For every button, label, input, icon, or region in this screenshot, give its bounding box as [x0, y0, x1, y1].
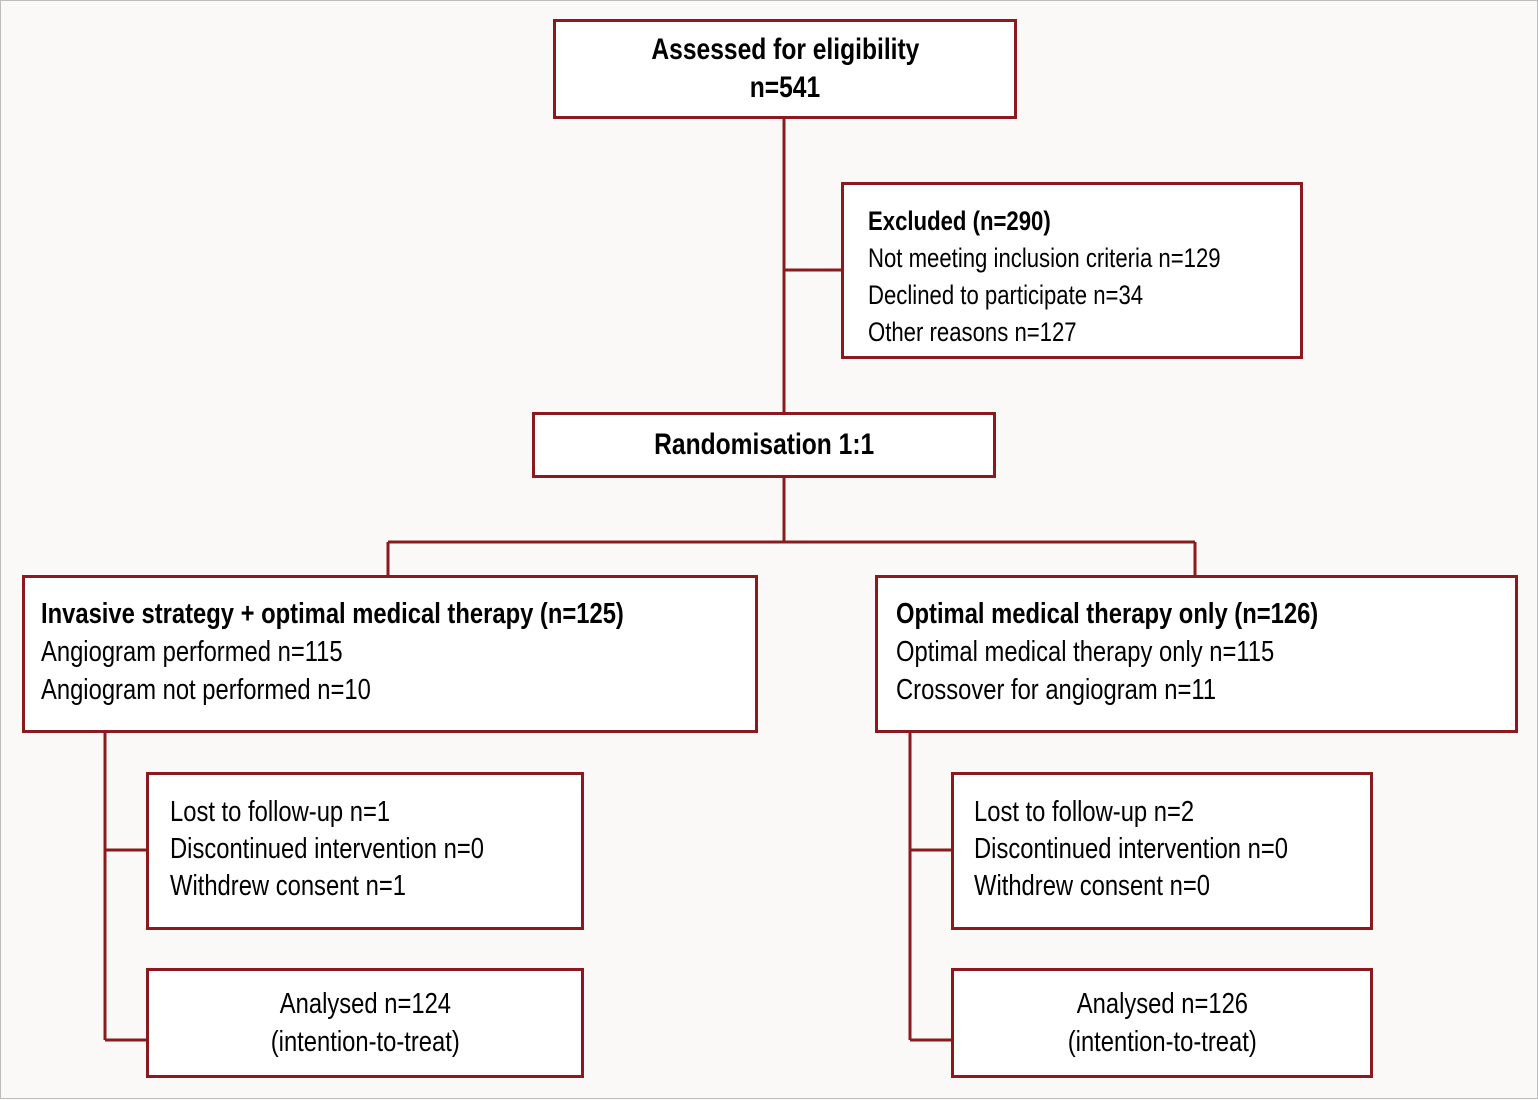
analysed-count: Analysed n=124 [279, 988, 451, 1020]
invasive-arm-box: Invasive strategy + optimal medical ther… [22, 575, 758, 733]
assessed-box: Assessed for eligibility n=541 [553, 19, 1017, 119]
followup-item: Discontinued intervention n=0 [974, 833, 1288, 865]
excluded-item: Not meeting inclusion criteria n=129 [868, 243, 1221, 273]
omt-followup-box: Lost to follow-up n=2 Discontinued inter… [951, 772, 1373, 930]
omt-analysed-box: Analysed n=126 (intention-to-treat) [951, 968, 1373, 1078]
invasive-analysed-box: Analysed n=124 (intention-to-treat) [146, 968, 584, 1078]
followup-item: Withdrew consent n=1 [170, 870, 406, 902]
assessed-title: Assessed for eligibility [651, 33, 919, 66]
excluded-title: Excluded (n=290) [868, 206, 1051, 236]
followup-item: Withdrew consent n=0 [974, 870, 1210, 902]
followup-item: Lost to follow-up n=1 [170, 796, 391, 828]
omt-arm-item: Crossover for angiogram n=11 [896, 674, 1217, 706]
followup-item: Lost to follow-up n=2 [974, 796, 1195, 828]
excluded-item: Declined to participate n=34 [868, 280, 1144, 310]
omt-arm-box: Optimal medical therapy only (n=126) Opt… [875, 575, 1518, 733]
analysed-count: Analysed n=126 [1076, 988, 1248, 1020]
invasive-arm-title: Invasive strategy + optimal medical ther… [41, 598, 624, 630]
invasive-followup-box: Lost to follow-up n=1 Discontinued inter… [146, 772, 584, 930]
randomisation-box: Randomisation 1:1 [532, 412, 996, 478]
analysed-note: (intention-to-treat) [270, 1026, 460, 1058]
omt-arm-item: Optimal medical therapy only n=115 [896, 636, 1275, 668]
assessed-count: n=541 [749, 71, 821, 104]
excluded-box: Excluded (n=290) Not meeting inclusion c… [841, 182, 1303, 359]
invasive-arm-item: Angiogram not performed n=10 [41, 674, 371, 706]
invasive-arm-item: Angiogram performed n=115 [41, 636, 343, 668]
analysed-note: (intention-to-treat) [1067, 1026, 1257, 1058]
randomisation-label: Randomisation 1:1 [653, 428, 875, 461]
excluded-item: Other reasons n=127 [868, 317, 1077, 347]
omt-arm-title: Optimal medical therapy only (n=126) [896, 598, 1319, 630]
followup-item: Discontinued intervention n=0 [170, 833, 484, 865]
